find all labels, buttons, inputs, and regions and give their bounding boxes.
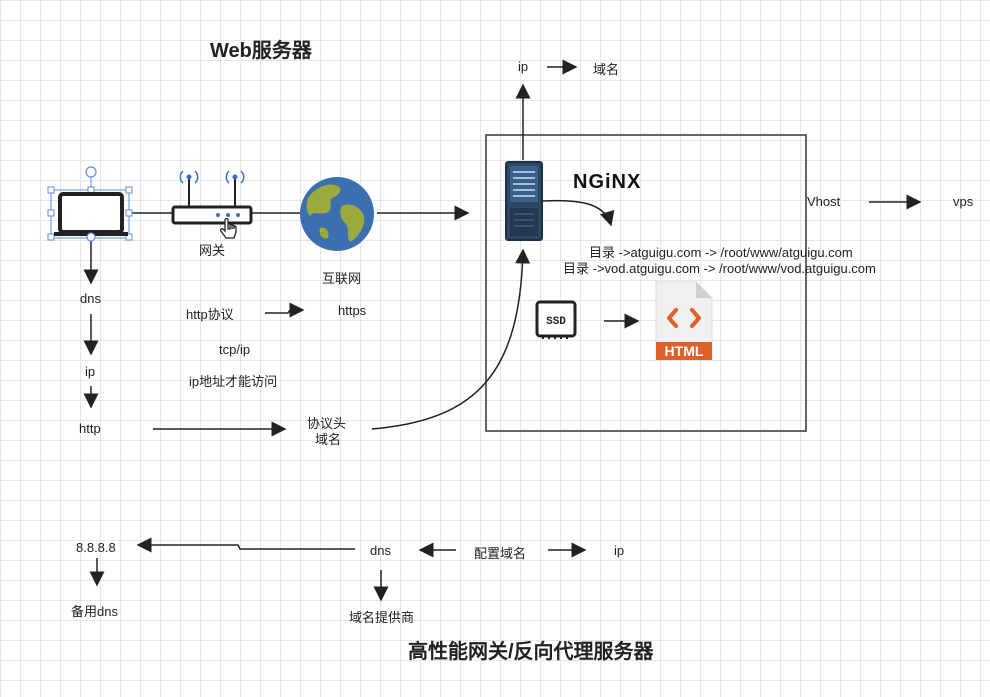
top-domain-label: 域名 [593,62,620,77]
laptop-icon[interactable] [40,160,150,250]
server-icon [505,161,543,241]
html-file-icon: HTML [655,281,713,361]
dir-mapping-1: 目录 ->atguigu.com -> /root/www/atguigu.co… [589,245,853,260]
http-label: http [79,421,101,436]
config-domain-label: 配置域名 [474,546,527,561]
arrow-server-curve [542,199,615,227]
tcpip-label: tcp/ip [219,342,251,357]
arrow-dns-8888 [136,537,355,553]
dns-label: dns [80,291,101,306]
dns-server-label: 8.8.8.8 [76,540,116,555]
protocol-head-label: 协议头 [307,416,347,431]
https-label: https [338,303,367,318]
gateway-label: 网关 [199,243,226,258]
top-ip-label: ip [518,59,529,74]
ssd-label: SSD [546,316,566,328]
vhost-label: Vhost [807,194,841,209]
internet-label: 互联网 [322,271,362,286]
hand-cursor-icon [219,218,237,239]
ip-label: ip [85,364,96,379]
dns-bottom-label: dns [370,543,391,558]
title-web-server: Web服务器 [210,40,312,62]
title-reverse-proxy: 高性能网关/反向代理服务器 [408,641,654,663]
server-box [485,134,807,432]
domain-name-label: 域名 [315,432,342,447]
ip-bottom-label: ip [614,543,625,558]
router-icon [171,170,253,225]
backup-dns-label: 备用dns [71,604,118,619]
nginx-logo: NGiNX [573,171,642,193]
arrow-header-server [371,248,531,430]
ssd-icon: SSD [535,300,577,339]
vps-label: vps [953,194,974,209]
domain-provider-label: 域名提供商 [349,610,415,625]
http-protocol-label: http协议 [186,307,234,322]
globe-icon [300,177,374,251]
dir-mapping-2: 目录 ->vod.atguigu.com -> /root/www/vod.at… [563,261,876,276]
arrow-http-https [265,302,305,318]
ip-access-label: ip地址才能访问 [189,374,278,389]
html-label: HTML [665,343,704,359]
